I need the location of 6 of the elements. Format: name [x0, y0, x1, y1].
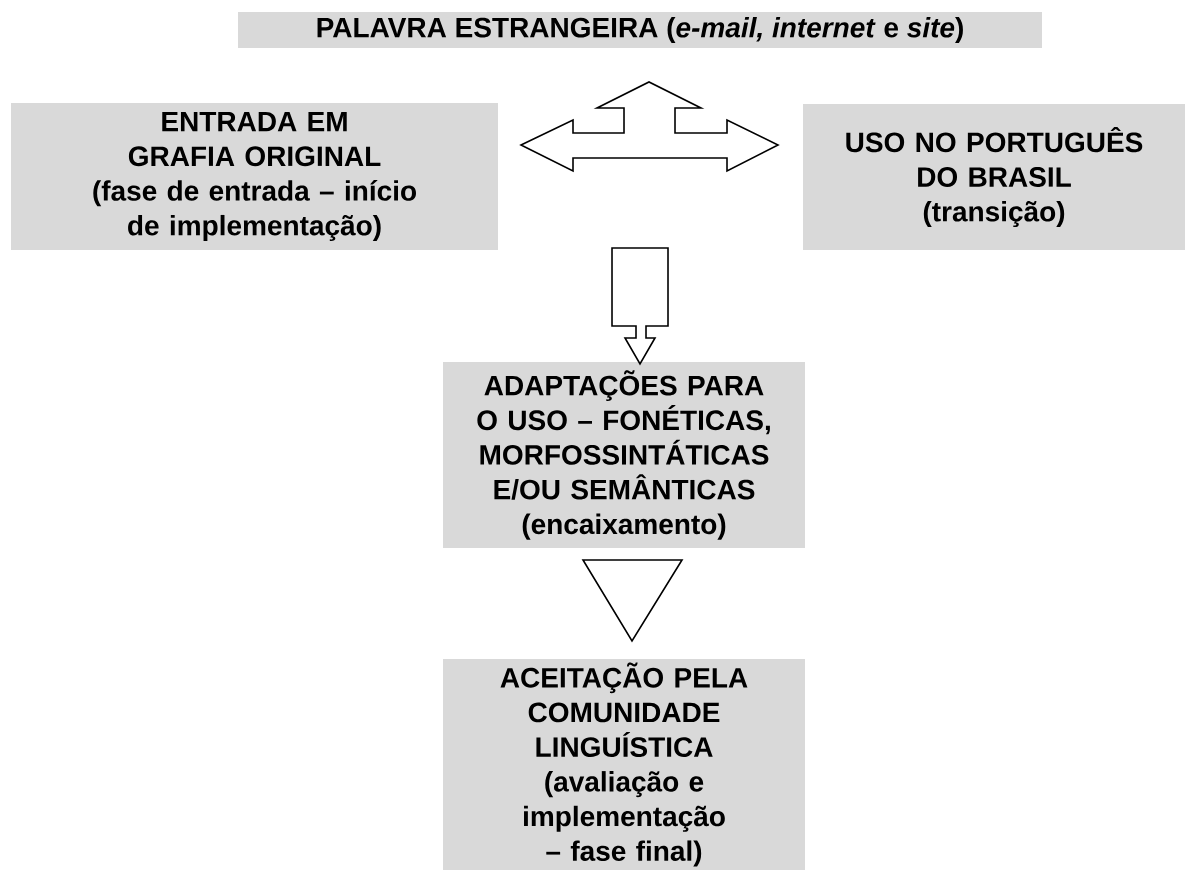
title-box: PALAVRA ESTRANGEIRA (e-mail, internet e site) [238, 12, 1042, 48]
process-box: ACEITAÇÃO PELA COMUNIDADE LINGUÍSTICA (avaliação e implementação – fase final) [443, 659, 805, 870]
process-box: ADAPTAÇÕES PARA O USO – FONÉTICAS, MORFOSSINTÁTICAS E/OU SEMÂNTICAS (encaixamento) [443, 362, 805, 548]
process-box: ENTRADA EM GRAFIA ORIGINAL (fase de entrada – início de implementação) [11, 103, 498, 250]
process-box: USO NO PORTUGUÊS DO BRASIL (transição) [803, 104, 1185, 250]
block-arrow [611, 247, 669, 366]
